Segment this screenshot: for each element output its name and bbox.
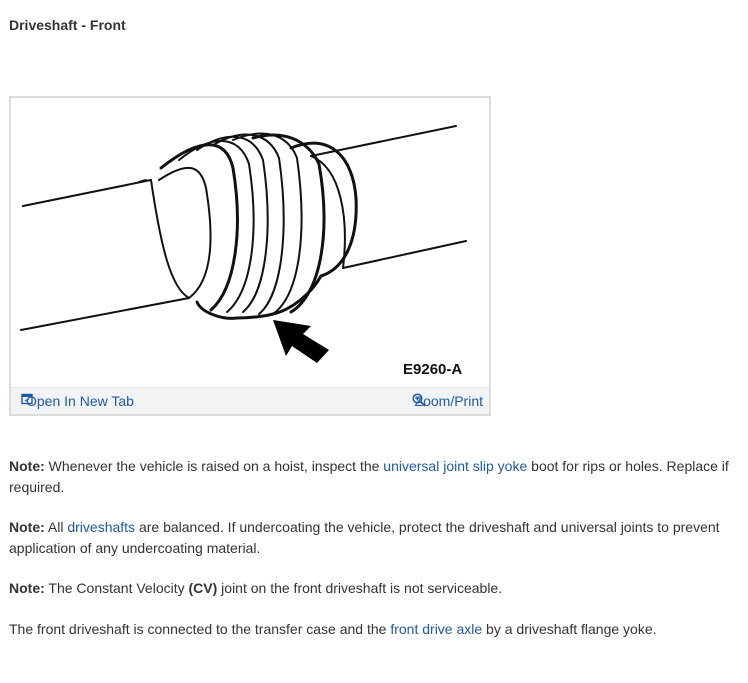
note-paragraph: Note: All driveshafts are balanced. If u… [9,517,739,559]
pointer-arrow [273,320,329,363]
body-text: by a driveshaft flange yoke. [482,621,657,637]
note-label: Note: [9,519,45,535]
universal-joint-slip-yoke-link[interactable]: universal joint slip yoke [383,458,528,474]
body-text: The front driveshaft is connected to the… [9,621,391,637]
zoom-print-label: Zoom/Print [414,393,483,409]
note-paragraph: Note: The Constant Velocity (CV) joint o… [9,578,739,599]
figure-toolbar: Open In New Tab Zoom/Print [11,387,489,414]
note-text: are balanced. If undercoating the vehicl… [9,519,720,556]
note-paragraph: Note: Whenever the vehicle is raised on … [9,456,739,498]
note-text: boot for rips or holes. Replace if requi… [9,458,729,495]
note-text: All [44,519,68,535]
driveshafts-link[interactable]: driveshafts [67,519,136,535]
cv-abbreviation: (CV) [188,580,218,596]
open-in-new-tab-label: Open In New Tab [26,393,134,409]
body-paragraph: The front driveshaft is connected to the… [9,619,739,640]
note-text: Whenever the vehicle is raised on a hois… [44,458,384,474]
note-label: Note: [9,580,45,596]
page-title: Driveshaft - Front [9,17,126,33]
zoom-print-link[interactable]: Zoom/Print [411,393,483,409]
note-text: The Constant Velocity [44,580,189,596]
figure-panel: E9260-A Open In New Tab Zoom/Print [9,96,491,416]
figure-code: E9260-A [403,361,463,378]
open-in-new-tab-link[interactable]: Open In New Tab [21,393,134,409]
note-text: joint on the front driveshaft is not ser… [217,580,503,596]
driveshaft-boot-illustration [20,125,467,363]
note-label: Note: [9,458,45,474]
front-drive-axle-link[interactable]: front drive axle [390,621,483,637]
